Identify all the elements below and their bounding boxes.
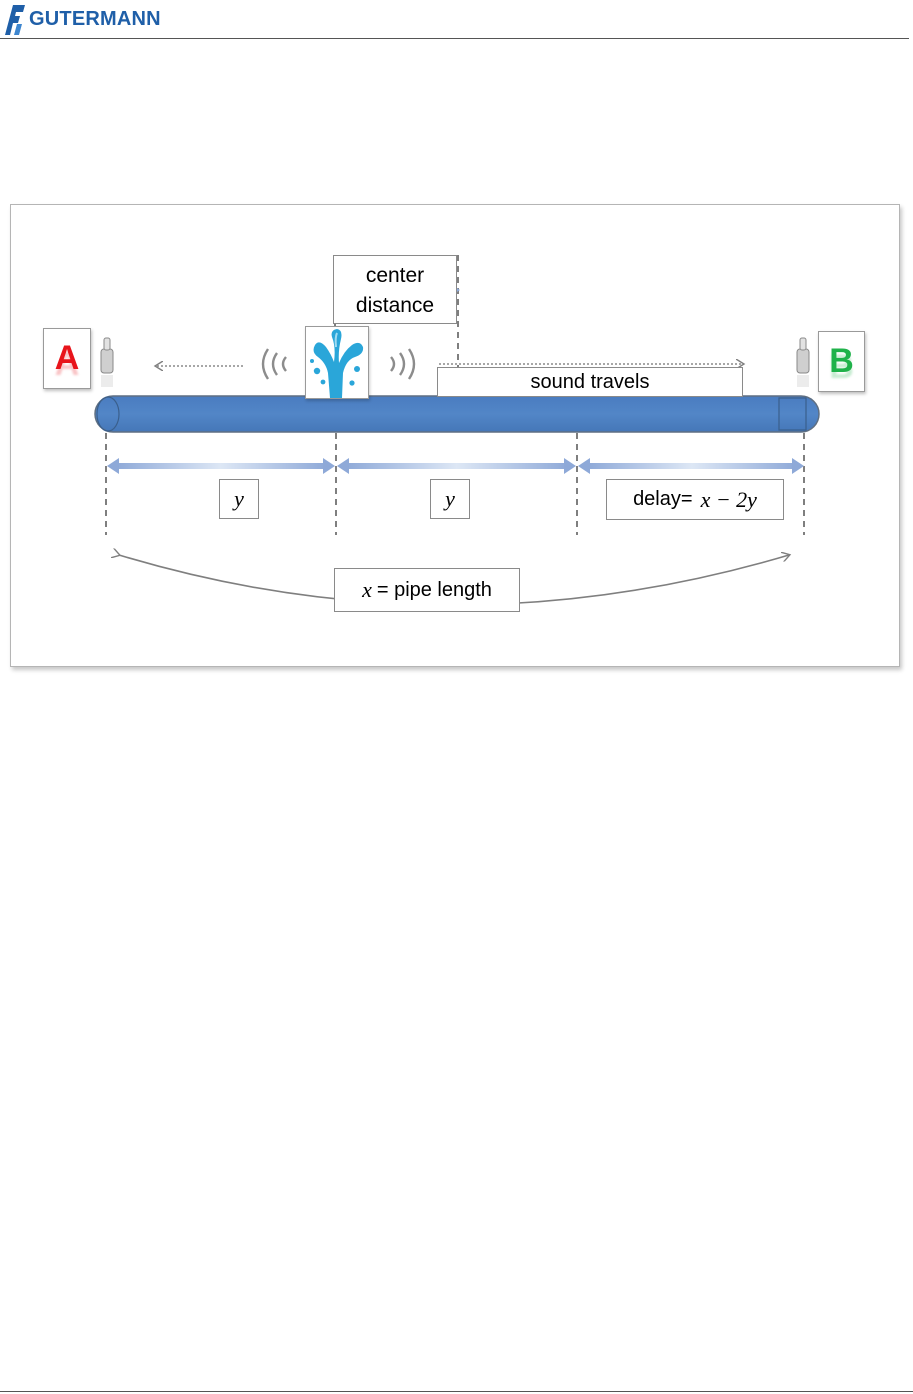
sensor-icon: [797, 338, 809, 387]
logger-b-letter: B: [829, 342, 854, 381]
gutermann-logo-icon: [5, 3, 27, 37]
leak-icon: [306, 327, 368, 398]
delay-formula: x − 2y: [701, 487, 757, 513]
sensor-icon: [101, 338, 113, 387]
center-label-top: center: [334, 264, 456, 288]
delay-label: delay= x − 2y: [606, 479, 784, 520]
segment-y-text-1: y: [234, 486, 244, 512]
logger-a-letter: A: [55, 339, 80, 378]
pipe-length-var: x: [362, 577, 372, 603]
pipe-length-text: = pipe length: [377, 579, 492, 602]
logger-b-label: B: [818, 331, 865, 392]
segment-y-label-2: y: [430, 479, 470, 519]
center-label-bottom: distance: [334, 294, 456, 318]
sound-travels-label: sound travels: [437, 367, 743, 397]
pipe-length-label: x = pipe length: [334, 568, 520, 612]
segment-y-label-1: y: [219, 479, 259, 519]
segment-arrows: [107, 458, 804, 474]
pipe: [95, 396, 819, 432]
delay-prefix: delay=: [633, 488, 693, 511]
footer-divider: [0, 1391, 913, 1392]
segment-y-text-2: y: [445, 486, 455, 512]
leak-correlation-diagram: center distance A B sound travels y y de…: [10, 204, 900, 667]
logger-a-label: A: [43, 328, 91, 389]
header-divider: [0, 38, 909, 39]
brand-name: GUTERMANN: [29, 8, 161, 31]
brand-logo: GUTERMANN: [5, 3, 165, 37]
leak-box: [305, 326, 369, 399]
center-distance-label: center distance: [333, 255, 457, 324]
page-header: GUTERMANN: [0, 0, 913, 38]
sound-travels-text: sound travels: [531, 371, 650, 394]
